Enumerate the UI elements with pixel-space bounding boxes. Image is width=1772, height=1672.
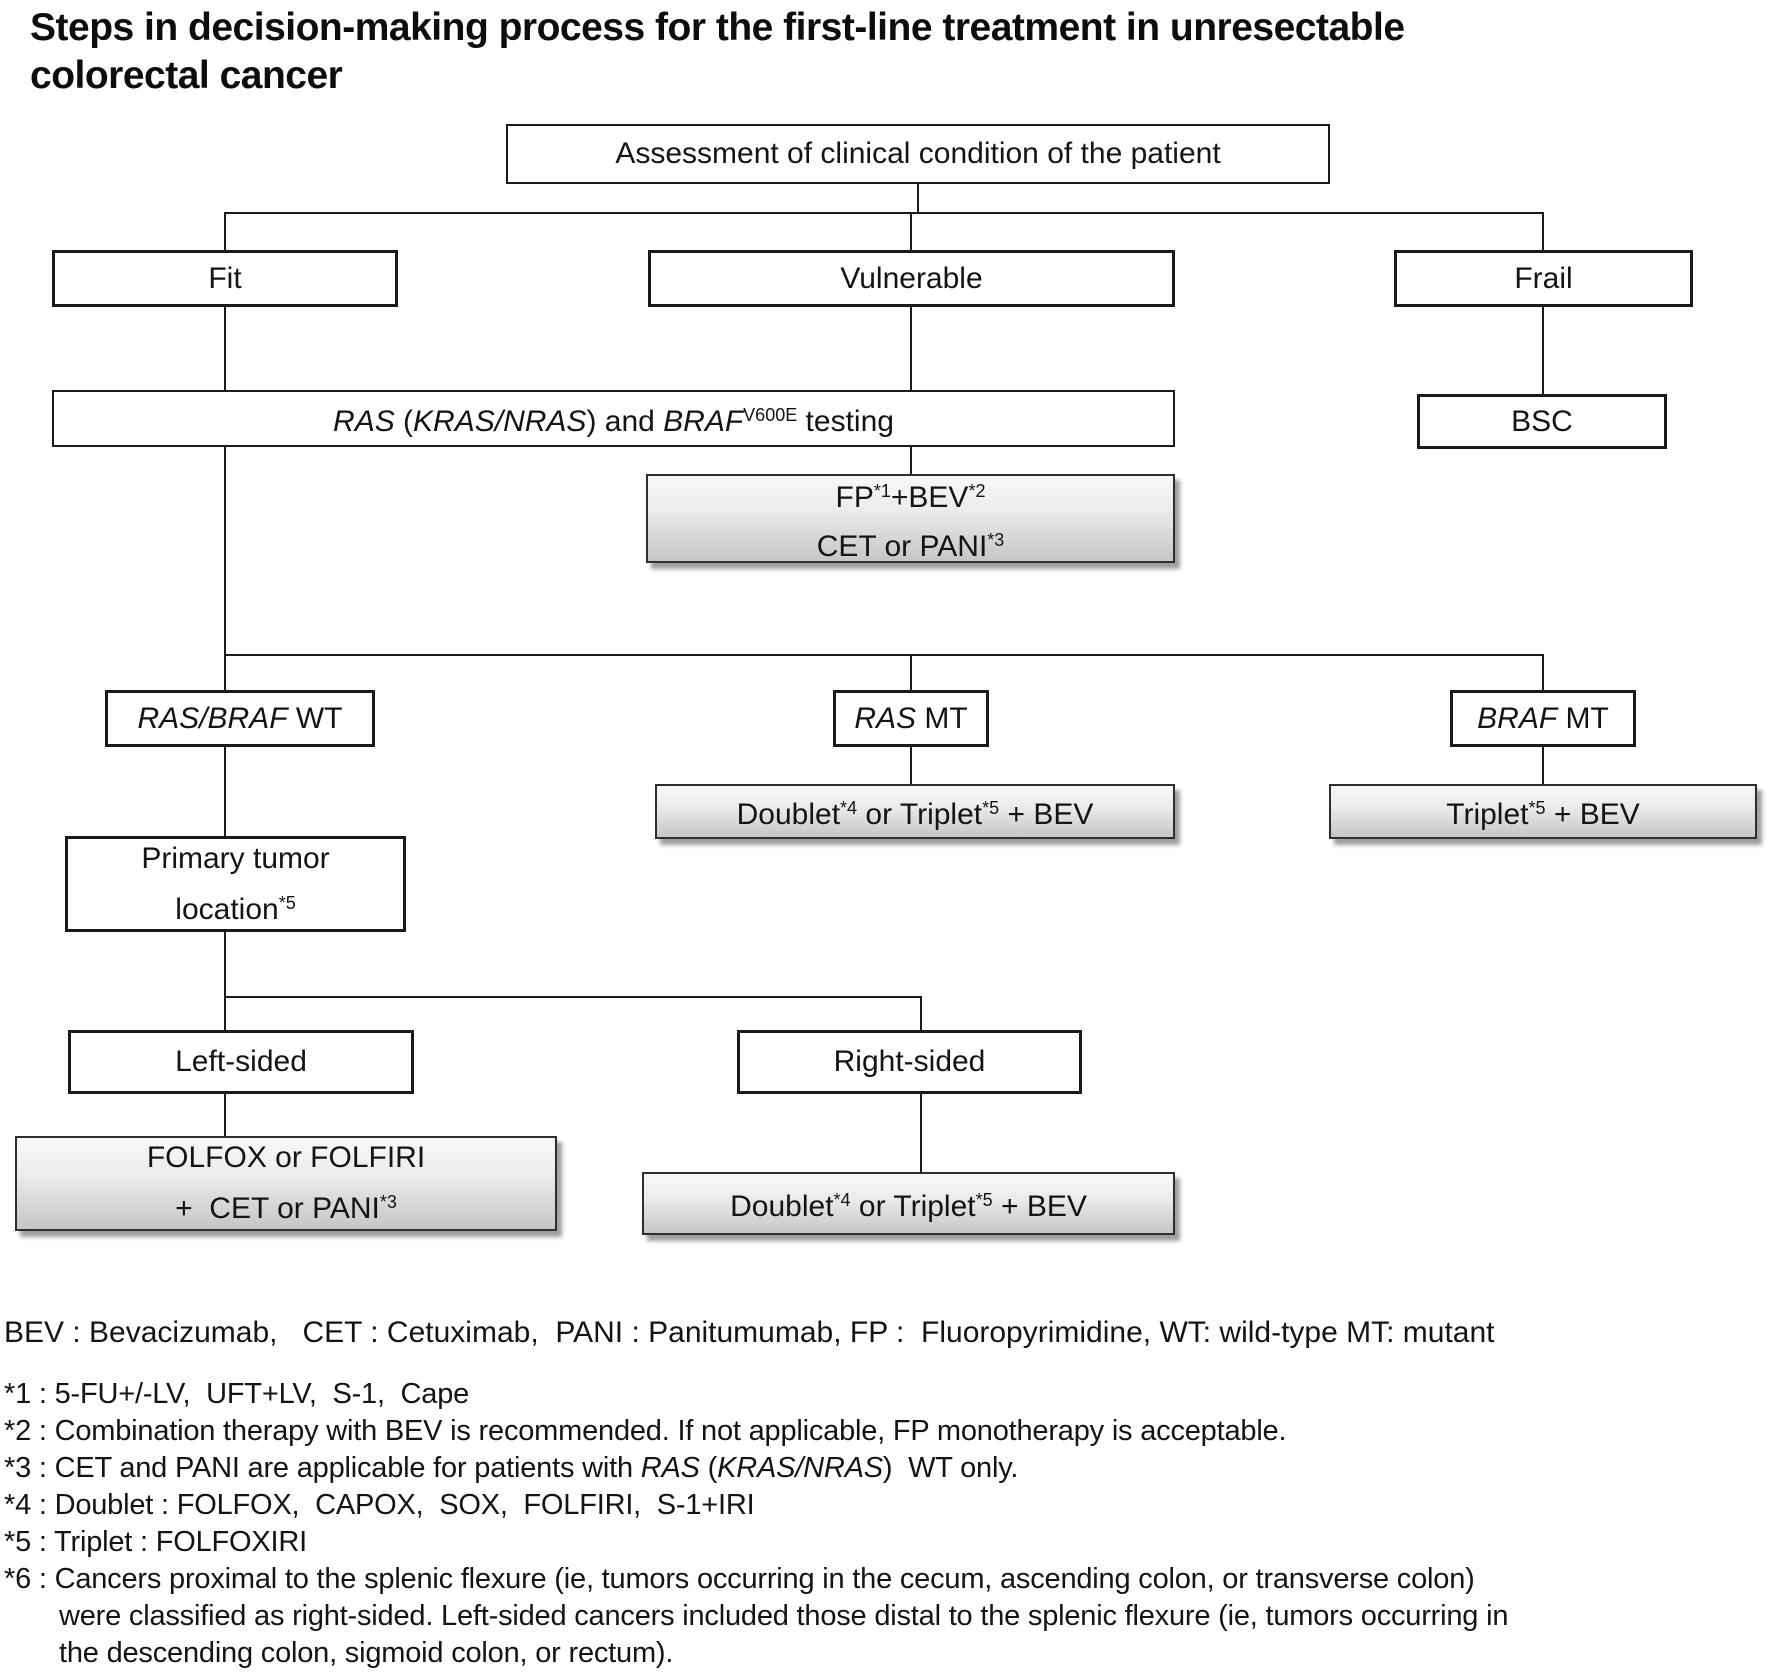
node-braf-mt: BRAF MT: [1450, 690, 1636, 747]
connector-testing-to-fpbev: [910, 447, 912, 476]
connector-to-left-sided: [224, 996, 226, 1032]
connector-fit-to-testing: [224, 307, 226, 392]
connector-to-ras-mt: [910, 654, 912, 692]
figure-title-line2: colorectal cancer: [30, 54, 343, 97]
node-bsc: BSC: [1417, 394, 1667, 449]
footnotes: *1 : 5-FU+/-LV, UFT+LV, S-1, Cape*2 : Co…: [4, 1378, 1509, 1669]
node-ras-testing: RAS (KRAS/NRAS) and BRAFV600E testing: [52, 390, 1175, 447]
connector-rasmt-to-doublet: [910, 747, 912, 786]
connector-to-braf-mt: [1542, 654, 1544, 692]
node-assessment: Assessment of clinical condition of the …: [506, 124, 1330, 184]
connector-testing-down: [224, 447, 226, 656]
node-fit: Fit: [52, 250, 398, 307]
connector-vuln-to-testing: [910, 307, 912, 392]
connector-to-vulnerable: [910, 212, 912, 252]
connector-to-frail: [1542, 212, 1544, 252]
node-doublet-mid: Doublet*4 or Triplet*5 + BEV: [655, 784, 1175, 839]
connector-wt-to-primary: [224, 747, 226, 838]
connector-assessment-down: [917, 184, 919, 214]
node-vulnerable: Vulnerable: [648, 250, 1175, 307]
connector-right-to-doublet: [920, 1094, 922, 1174]
connector-brafmt-to-triplet: [1542, 747, 1544, 786]
connector-branch-bottom: [224, 996, 922, 998]
connector-frail-to-bsc: [1542, 307, 1544, 396]
connector-left-to-folfox: [224, 1094, 226, 1138]
connector-branch-top: [224, 212, 1544, 214]
node-folfox: FOLFOX or FOLFIRI+ CET or PANI*3: [15, 1136, 557, 1231]
connector-to-right-sided: [920, 996, 922, 1032]
node-ras-mt: RAS MT: [833, 690, 989, 747]
node-triplet: Triplet*5 + BEV: [1329, 784, 1757, 839]
connector-branch-mid: [224, 654, 1544, 656]
figure-title: Steps in decision-making process for the…: [30, 4, 1405, 100]
node-doublet-bottom: Doublet*4 or Triplet*5 + BEV: [642, 1172, 1175, 1235]
node-ras-braf-wt: RAS/BRAF WT: [105, 690, 375, 747]
connector-primary-down: [224, 932, 226, 998]
figure-title-line1: Steps in decision-making process for the…: [30, 6, 1405, 49]
node-right-sided: Right-sided: [737, 1030, 1082, 1094]
node-left-sided: Left-sided: [68, 1030, 414, 1094]
connector-to-rasbraf-wt: [224, 654, 226, 692]
abbreviation-legend: BEV : Bevacizumab, CET : Cetuximab, PANI…: [4, 1316, 1495, 1349]
connector-to-fit: [224, 212, 226, 252]
node-frail: Frail: [1394, 250, 1693, 307]
